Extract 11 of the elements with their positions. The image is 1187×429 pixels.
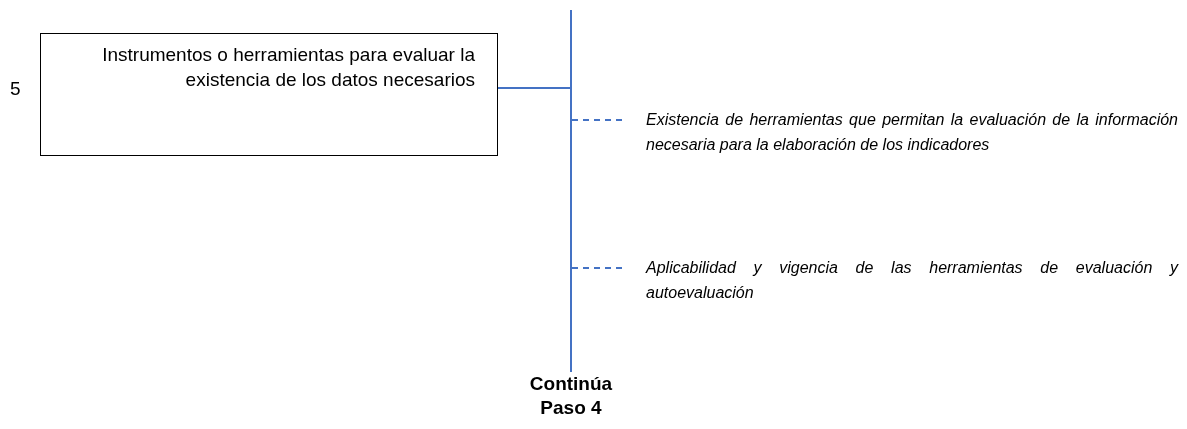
connector-line	[570, 339, 572, 373]
dashed-connector	[571, 267, 623, 269]
box-label: Instrumentos o herramientas para evaluar la existencia de los datos necesarios	[102, 44, 475, 90]
connector-line	[497, 87, 571, 89]
note-text: Aplicabilidad y vigencia de las herramientas de evaluación y autoevaluación	[646, 255, 1178, 307]
process-box	[40, 33, 498, 156]
note-text: Existencia de herramientas que permitan la evaluación de la información necesaria para la elaboración de los indicadores	[646, 107, 1178, 159]
vertical-line	[570, 10, 572, 340]
dashed-connector	[571, 119, 623, 121]
step-number: 5	[10, 78, 21, 100]
continuation-text: Continúa Paso 4	[511, 372, 631, 422]
